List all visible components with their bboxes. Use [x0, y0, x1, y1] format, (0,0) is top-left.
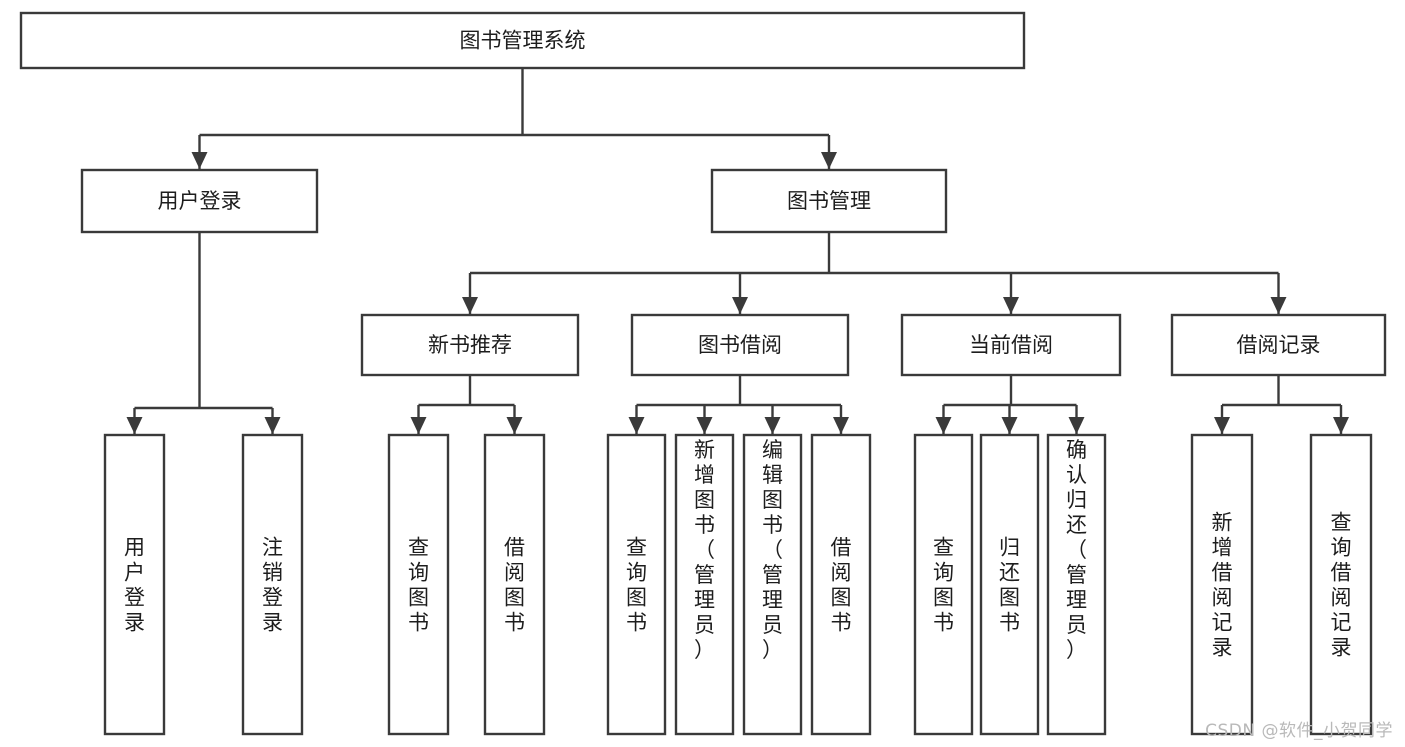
node-label: 查询图书 [408, 536, 429, 635]
node-label: 归还图书 [999, 536, 1020, 635]
arrow-head-icon [821, 152, 837, 169]
node-box [241, 433, 304, 736]
node-box [810, 433, 872, 736]
arrow-head-icon [506, 417, 523, 434]
node-borrow-record[interactable]: 借阅记录 [1170, 313, 1387, 377]
node-layer: 图书管理系统用户登录图书管理新书推荐图书借阅当前借阅借阅记录用户登录注销登录查询… [19, 11, 1387, 736]
node-leaf-edit-book-admin[interactable]: 编辑图书（管理员） [742, 433, 803, 736]
arrow-head-icon [1068, 417, 1085, 434]
node-root[interactable]: 图书管理系统 [19, 11, 1026, 70]
node-box [710, 168, 948, 234]
arrow-head-icon [764, 417, 781, 434]
node-label: 查询借阅记录 [1331, 511, 1352, 660]
node-leaf-query-book-2[interactable]: 查询图书 [606, 433, 667, 736]
arrow-head-icon [264, 417, 281, 434]
node-label: 注销登录 [262, 536, 283, 635]
node-box [80, 168, 319, 234]
arrow-head-icon [462, 297, 478, 314]
node-box [742, 433, 803, 736]
node-label: 借阅图书 [504, 536, 525, 635]
node-leaf-query-borrow-record[interactable]: 查询借阅记录 [1309, 433, 1373, 736]
node-label: 当前借阅 [969, 333, 1053, 357]
node-leaf-return-book[interactable]: 归还图书 [979, 433, 1040, 736]
node-new-book-recommend[interactable]: 新书推荐 [360, 313, 580, 377]
node-label: 新增图书（管理员） [694, 438, 715, 662]
node-label: 编辑图书（管理员） [762, 438, 783, 662]
node-box [630, 313, 850, 377]
node-label: 新书推荐 [428, 333, 512, 357]
node-leaf-add-book-admin[interactable]: 新增图书（管理员） [674, 433, 735, 736]
arrow-head-icon [1270, 297, 1287, 314]
edge-group-new-book-recommend [410, 375, 523, 434]
node-box [1046, 433, 1107, 736]
node-label: 图书管理 [787, 189, 871, 213]
node-label: 借阅图书 [831, 536, 852, 635]
node-book-manage[interactable]: 图书管理 [710, 168, 948, 234]
edge-group-book-borrow [628, 375, 849, 434]
edge-group-root [191, 68, 837, 169]
node-box [900, 313, 1122, 377]
node-box [387, 433, 450, 736]
node-box [1170, 313, 1387, 377]
node-leaf-user-login[interactable]: 用户登录 [103, 433, 166, 736]
edge-group-book-manage [462, 232, 1287, 314]
node-box [483, 433, 546, 736]
node-box [1190, 433, 1254, 736]
node-label: 确认归还（管理员） [1066, 438, 1087, 662]
arrow-head-icon [410, 417, 427, 434]
node-box [606, 433, 667, 736]
node-box [103, 433, 166, 736]
node-label: 图书借阅 [698, 333, 782, 357]
edge-group-borrow-record [1214, 375, 1349, 434]
node-label: 图书管理系统 [460, 29, 586, 53]
node-label: 借阅记录 [1237, 333, 1321, 357]
node-leaf-logout-login[interactable]: 注销登录 [241, 433, 304, 736]
edge-group-current-borrow [935, 375, 1085, 434]
arrow-head-icon [1214, 417, 1230, 434]
node-box [360, 313, 580, 377]
node-current-borrow[interactable]: 当前借阅 [900, 313, 1122, 377]
arrow-head-icon [1003, 297, 1019, 314]
node-leaf-query-book-3[interactable]: 查询图书 [913, 433, 974, 736]
node-leaf-borrow-book-1[interactable]: 借阅图书 [483, 433, 546, 736]
node-leaf-add-borrow-record[interactable]: 新增借阅记录 [1190, 433, 1254, 736]
arrow-head-icon [833, 417, 849, 434]
node-label: 查询图书 [933, 536, 954, 635]
arrow-head-icon [696, 417, 713, 434]
edge-group-user-login [126, 232, 281, 434]
csdn-watermark: CSDN @软件_小贺同学 [1205, 721, 1393, 741]
node-label: 用户登录 [158, 189, 242, 213]
arrow-head-icon [732, 297, 748, 314]
arrow-head-icon [935, 417, 952, 434]
node-book-borrow[interactable]: 图书借阅 [630, 313, 850, 377]
arrow-head-icon [628, 417, 645, 434]
arrow-head-icon [1333, 417, 1349, 434]
arrow-head-icon [1001, 417, 1018, 434]
node-leaf-confirm-return-admin[interactable]: 确认归还（管理员） [1046, 433, 1107, 736]
arrow-head-icon [191, 152, 208, 169]
node-box [19, 11, 1026, 70]
edge-layer [126, 68, 1349, 434]
node-label: 用户登录 [124, 536, 145, 635]
node-leaf-query-book-1[interactable]: 查询图书 [387, 433, 450, 736]
node-leaf-borrow-book-2[interactable]: 借阅图书 [810, 433, 872, 736]
node-label: 新增借阅记录 [1212, 511, 1233, 660]
node-box [1309, 433, 1373, 736]
node-box [979, 433, 1040, 736]
node-box [674, 433, 735, 736]
node-user-login[interactable]: 用户登录 [80, 168, 319, 234]
node-box [913, 433, 974, 736]
arrow-head-icon [126, 417, 143, 434]
node-label: 查询图书 [626, 536, 647, 635]
